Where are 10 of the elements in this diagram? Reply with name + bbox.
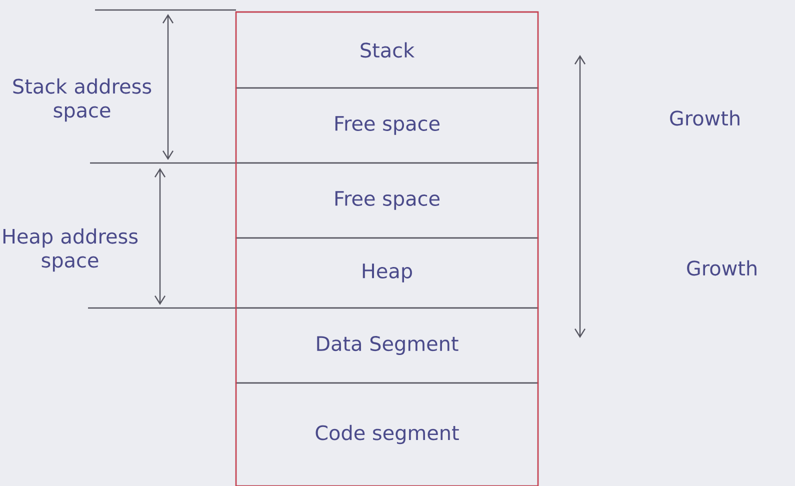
memory-segment: Heap [235,237,539,309]
side-label: Stack address space [13,78,152,122]
memory-segment: Data Segment [235,307,539,384]
side-label: Growth [687,260,756,276]
memory-segment: Code segment [235,382,539,486]
memory-segment: Free space [235,162,539,239]
memory-segment: Free space [235,87,539,164]
side-label: Heap address space [3,228,138,272]
side-label: Growth [670,110,740,126]
memory-segment: Stack [235,11,539,89]
